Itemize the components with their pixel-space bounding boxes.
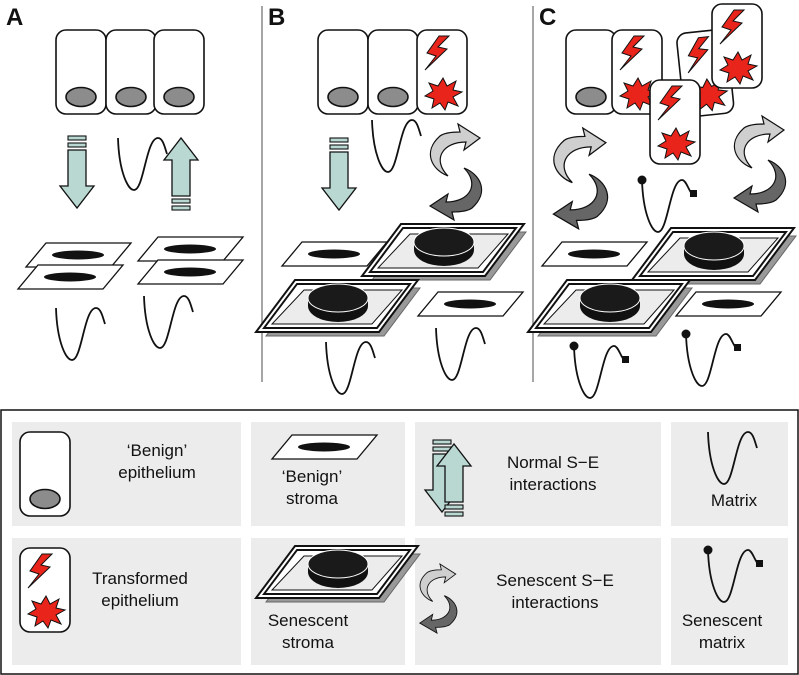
legend-cell-senescent-matrix [671, 538, 788, 665]
stroma-icon [541, 241, 648, 267]
legend-senescent-se-line1: Senescent S−E [496, 571, 614, 590]
legend-transformed-epithelium-line2: epithelium [101, 591, 179, 610]
legend-benign-stroma-line2: stroma [286, 489, 338, 508]
transformed-cell-icon [417, 30, 467, 114]
legend-benign-epithelium-line1: ‘Benign’ [126, 441, 188, 460]
legend-benign-epithelium-label: ‘Benign’ epithelium [92, 440, 222, 484]
cell-icon [317, 29, 369, 115]
panel-label-c: C [539, 4, 557, 31]
transformed-cell-icon [20, 548, 70, 632]
legend-benign-epithelium-line2: epithelium [118, 463, 196, 482]
legend-transformed-epithelium-label: Transformed epithelium [70, 568, 210, 612]
panel-label-a: A [6, 4, 24, 31]
curved-arrow-icon [552, 127, 609, 230]
legend-senescent-se-line2: interactions [511, 593, 599, 612]
down-arrow-icon [321, 137, 357, 211]
legend-benign-stroma-label: ‘Benign’ stroma [262, 466, 362, 510]
cell-icon [105, 29, 157, 115]
matrix-curve-icon [143, 295, 194, 349]
stroma-icon [675, 291, 782, 317]
stroma-icon [17, 264, 124, 290]
senescent-matrix-icon [568, 340, 630, 399]
senescent-matrix-icon [680, 328, 742, 387]
legend-senescent-stroma-line2: stroma [282, 633, 334, 652]
cell-icon [367, 29, 419, 115]
matrix-curve-icon [371, 119, 422, 173]
matrix-curve-icon [435, 327, 486, 381]
legend-senescent-stroma-line1: Senescent [267, 611, 349, 630]
cell-icon [19, 431, 71, 517]
legend [0, 409, 799, 675]
curved-arrow-icon [733, 115, 787, 213]
panel-label-b: B [268, 4, 286, 31]
legend-benign-stroma-line1: ‘Benign’ [281, 467, 343, 486]
legend-senescent-matrix-label: Senescent matrix [664, 610, 780, 654]
senescent-matrix-icon [636, 174, 698, 233]
matrix-curve-icon [117, 137, 168, 191]
legend-senescent-stroma-label: Senescent stroma [248, 610, 368, 654]
stroma-icon [417, 291, 524, 317]
senescent-stroma-icon [366, 226, 526, 280]
stroma-icon [137, 236, 244, 262]
panel-a [17, 29, 244, 361]
senescent-stroma-icon [636, 230, 796, 284]
transformed-cell-icon [650, 80, 700, 164]
stroma-icon [137, 259, 244, 285]
legend-normal-se-line2: interactions [509, 475, 597, 494]
legend-senescent-matrix-line1: Senescent [681, 611, 763, 630]
legend-matrix-line1: Matrix [710, 491, 758, 510]
curved-arrow-icon [429, 123, 483, 221]
legend-cell-senescent-se [415, 538, 661, 665]
senescent-stroma-icon [532, 282, 692, 336]
legend-normal-se-line1: Normal S−E [506, 453, 600, 472]
legend-matrix-label: Matrix [684, 490, 784, 512]
matrix-curve-icon [55, 307, 106, 361]
senescent-stroma-icon [260, 282, 420, 336]
legend-cell-matrix [671, 422, 788, 526]
cell-icon [565, 29, 617, 115]
legend-transformed-epithelium-line1: Transformed [92, 569, 188, 588]
panel-b [260, 29, 526, 395]
legend-senescent-se-label: Senescent S−E interactions [470, 570, 640, 614]
transformed-cell-icon [712, 4, 762, 88]
stroma-icon [25, 242, 132, 268]
cell-icon [153, 29, 205, 115]
cell-icon [55, 29, 107, 115]
legend-senescent-matrix-line2: matrix [698, 633, 746, 652]
legend-normal-se-label: Normal S−E interactions [478, 452, 628, 496]
up-arrow-icon [163, 137, 199, 211]
panel-c [532, 4, 796, 399]
down-arrow-icon [59, 135, 95, 209]
matrix-curve-icon [325, 341, 376, 395]
